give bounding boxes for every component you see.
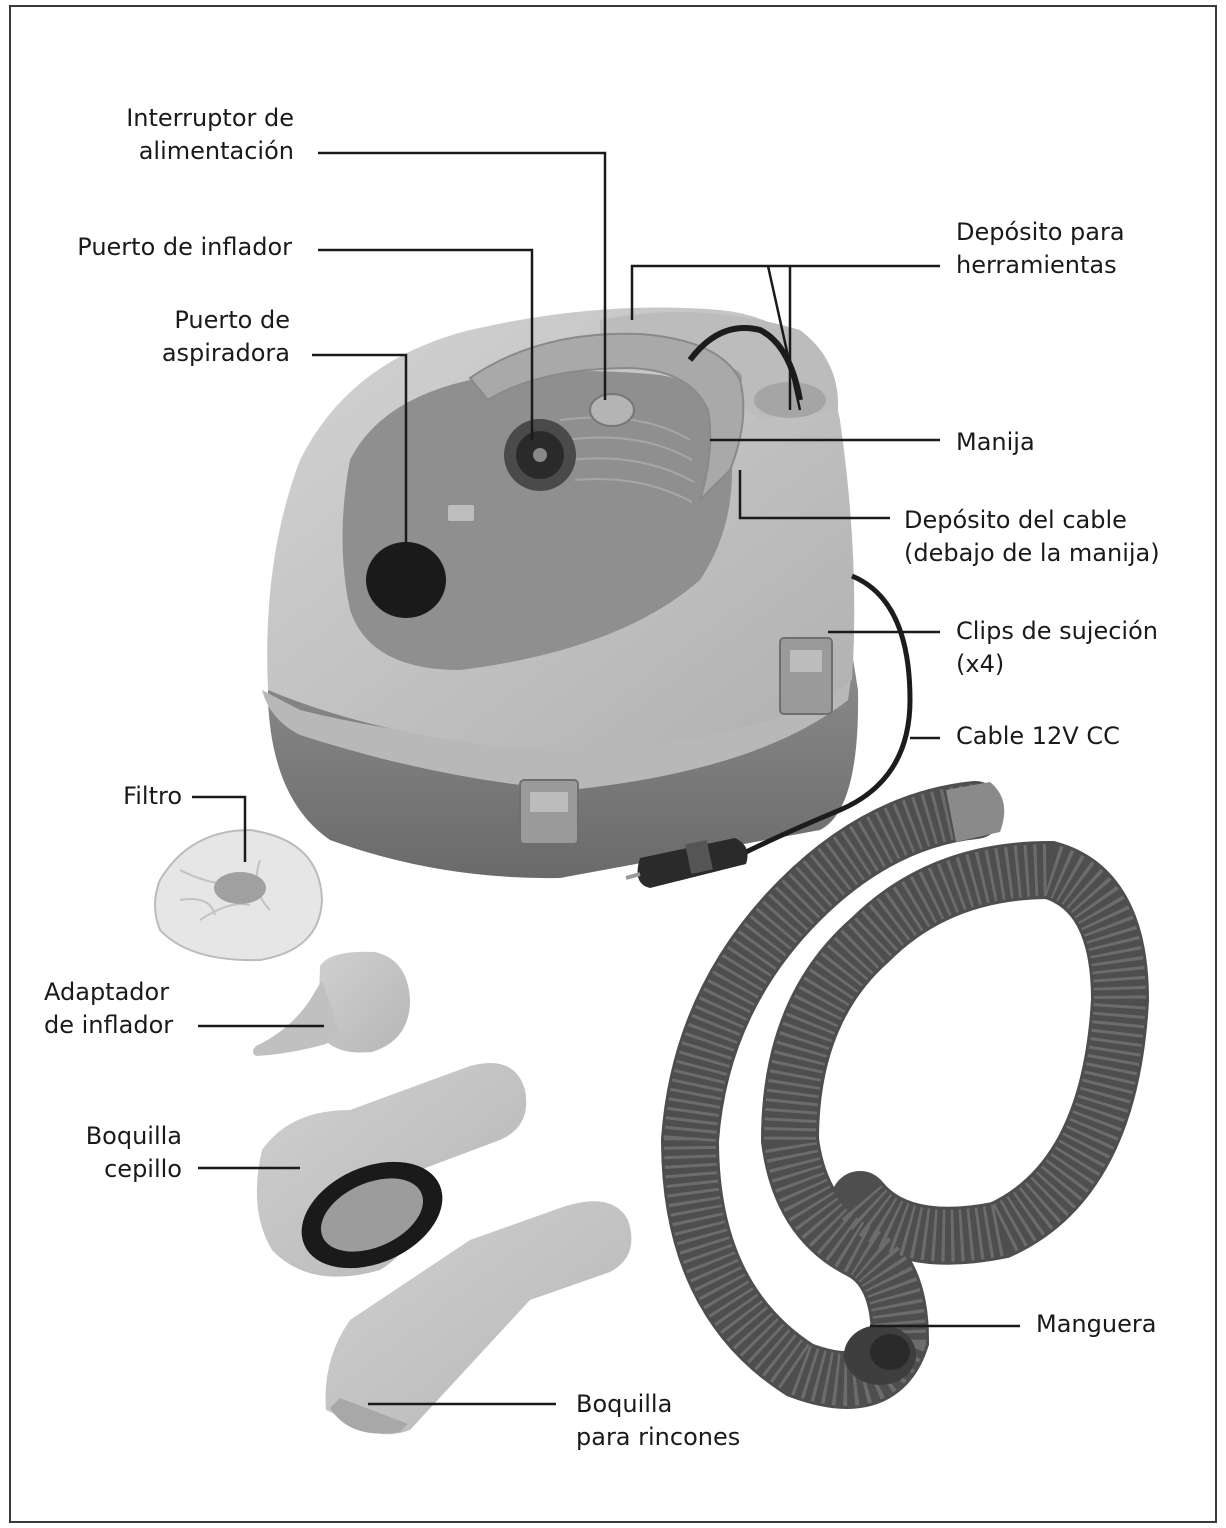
- label-dc-cable: Cable 12V CC: [956, 722, 1120, 750]
- crevice-nozzle-illustration: [325, 1201, 632, 1435]
- dc-plug-illustration: [625, 838, 748, 888]
- hose-illustration: [660, 781, 1150, 1409]
- label-cord-storage: Depósito del cable (debajo de la manija): [904, 506, 1160, 567]
- brush-nozzle-illustration: [256, 1063, 527, 1277]
- vacuum-unit-illustration: [262, 307, 859, 879]
- label-brush-nozzle: Boquilla cepillo: [85, 1122, 182, 1183]
- leader-lines: [192, 151, 1020, 1406]
- label-power-switch: Interruptor de alimentación: [126, 104, 294, 165]
- figure-border: [9, 5, 1217, 1523]
- label-handle: Manija: [956, 428, 1035, 456]
- inflator-adapter-illustration: [253, 951, 410, 1056]
- filter-illustration: [154, 828, 324, 962]
- label-filter: Filtro: [123, 782, 182, 810]
- label-crevice-nozzle: Boquilla para rincones: [576, 1390, 741, 1451]
- label-inflator-adapter: Adaptador de inflador: [44, 978, 174, 1039]
- label-tool-storage: Depósito para herramientas: [956, 218, 1125, 279]
- label-hose: Manguera: [1036, 1310, 1157, 1338]
- label-vacuum-port: Puerto de aspiradora: [161, 306, 290, 367]
- label-latch-clips: Clips de sujeción (x4): [956, 617, 1158, 678]
- power-cable-illustration: [738, 573, 913, 858]
- label-inflator-port: Puerto de inflador: [77, 233, 292, 261]
